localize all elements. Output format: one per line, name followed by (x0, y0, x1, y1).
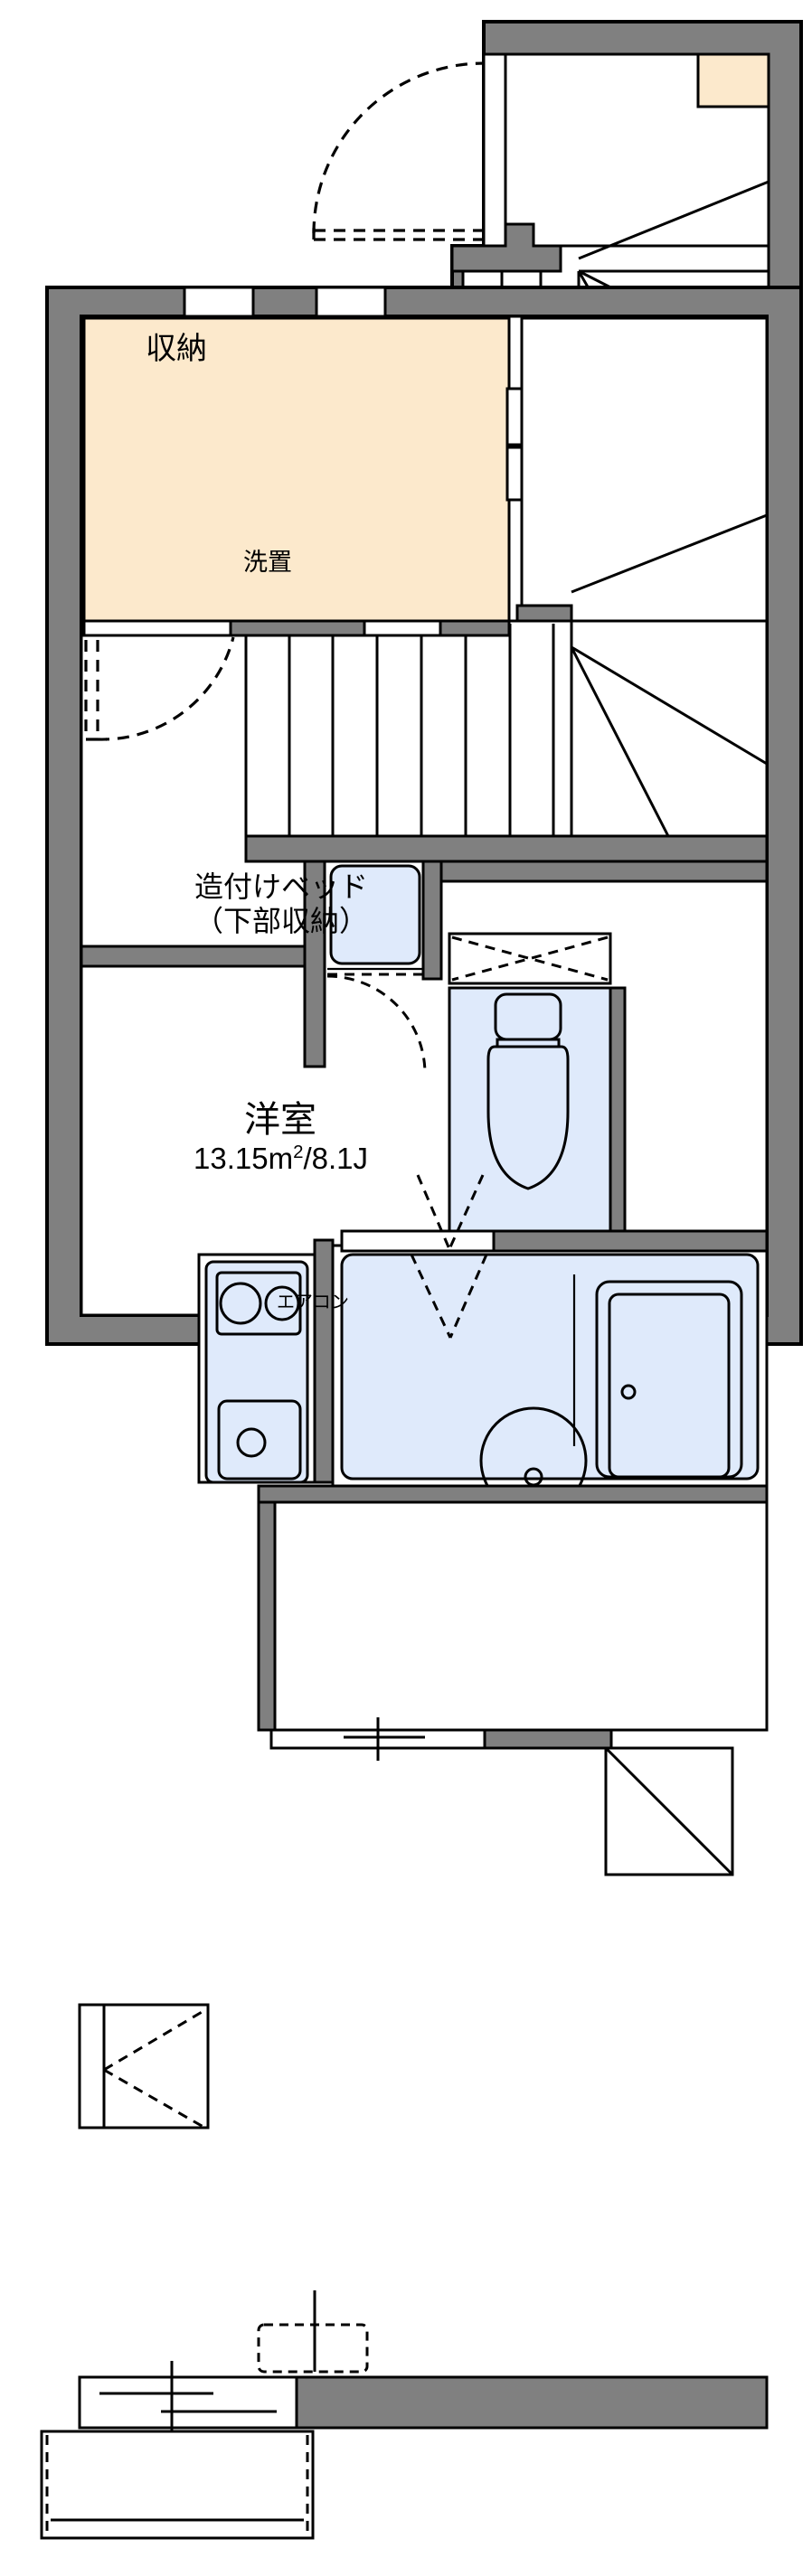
aircon-label: エアコン (277, 1293, 349, 1312)
storage-side-opening-upper (505, 387, 524, 447)
mid-wall-left-spur (80, 945, 318, 968)
toilet-top-wall (439, 860, 769, 883)
room-area-tatami: /8.1J (303, 1142, 368, 1175)
washer-space-label: 洗置 (243, 549, 292, 576)
south-wall-right (295, 2375, 769, 2430)
main-stair-upper-floor (520, 316, 769, 623)
room-area-value: 13.15 (193, 1142, 269, 1175)
built-in-bed-label: 造付けベッド （下部収納） (159, 870, 403, 939)
kitchen-counter (204, 1260, 309, 1484)
room-area-unit: m (268, 1142, 294, 1175)
bathroom-door-swing (410, 1254, 488, 1339)
washer-space (329, 864, 421, 965)
balcony-deck (40, 2430, 315, 2540)
bathroom-head-wall (492, 1229, 769, 1253)
built-in-bed-label-line1: 造付けベッド (194, 870, 368, 903)
main-stair-winders (570, 513, 768, 839)
room-closet-left (78, 2003, 210, 2131)
storage-side-opening-lower (505, 446, 524, 502)
mid-wall-under-stairs (244, 834, 769, 863)
toilet-right-wall (609, 986, 627, 1247)
washroom-partition (303, 860, 326, 1068)
upper-entrance-jamb (482, 52, 507, 248)
bed-front-wall (483, 1728, 613, 1750)
kitchen-drain (236, 1427, 267, 1458)
kitchen-sink (217, 1399, 302, 1481)
built-in-bed-label-line2: （下部収納） (194, 904, 368, 937)
balcony-window (78, 2361, 298, 2448)
kitchen-stove (215, 1271, 302, 1336)
storage-room (82, 316, 511, 623)
top-window-group (183, 286, 387, 318)
bed-front-frame (269, 1717, 486, 1761)
built-in-bed (273, 1499, 769, 1732)
storage-room-label: 収納 (146, 332, 207, 366)
room-name-label: 洋室 (244, 1100, 316, 1140)
room-area-label: 13.15m2/8.1J (161, 1142, 401, 1177)
bathtub-inner (608, 1293, 731, 1479)
kitchen-burner-left (219, 1282, 262, 1325)
hall-door-swing (416, 1174, 485, 1250)
toilet-left-wall (421, 860, 443, 981)
main-plan-group (40, 286, 803, 2540)
washroom-door (326, 967, 427, 1075)
storage-header-strip (82, 619, 511, 637)
bathroom-floor (340, 1253, 760, 1481)
toilet-fixture (486, 992, 570, 1190)
bed-left-wall (257, 1499, 277, 1732)
bathroom-doorway (340, 1229, 496, 1253)
upper-stair-stub (450, 222, 562, 273)
main-stair-treads (244, 624, 555, 836)
room-area-superscript: 2 (293, 1142, 304, 1162)
window-right (315, 286, 387, 318)
corner-cupboard (604, 1746, 734, 1876)
upper-shoe-cabinet (696, 52, 770, 108)
upper-entrance-door (312, 61, 485, 241)
entry-door-upper (84, 636, 235, 741)
kitchen-burner-right (264, 1285, 300, 1321)
bathroom-left-wall (313, 1238, 335, 1484)
main-stair-run (244, 619, 573, 840)
toilet-door (448, 932, 612, 985)
aircon-unit (257, 2290, 369, 2374)
bed-top-wall (257, 1484, 769, 1504)
bathtub-drain (620, 1384, 637, 1400)
window-left (183, 286, 255, 318)
